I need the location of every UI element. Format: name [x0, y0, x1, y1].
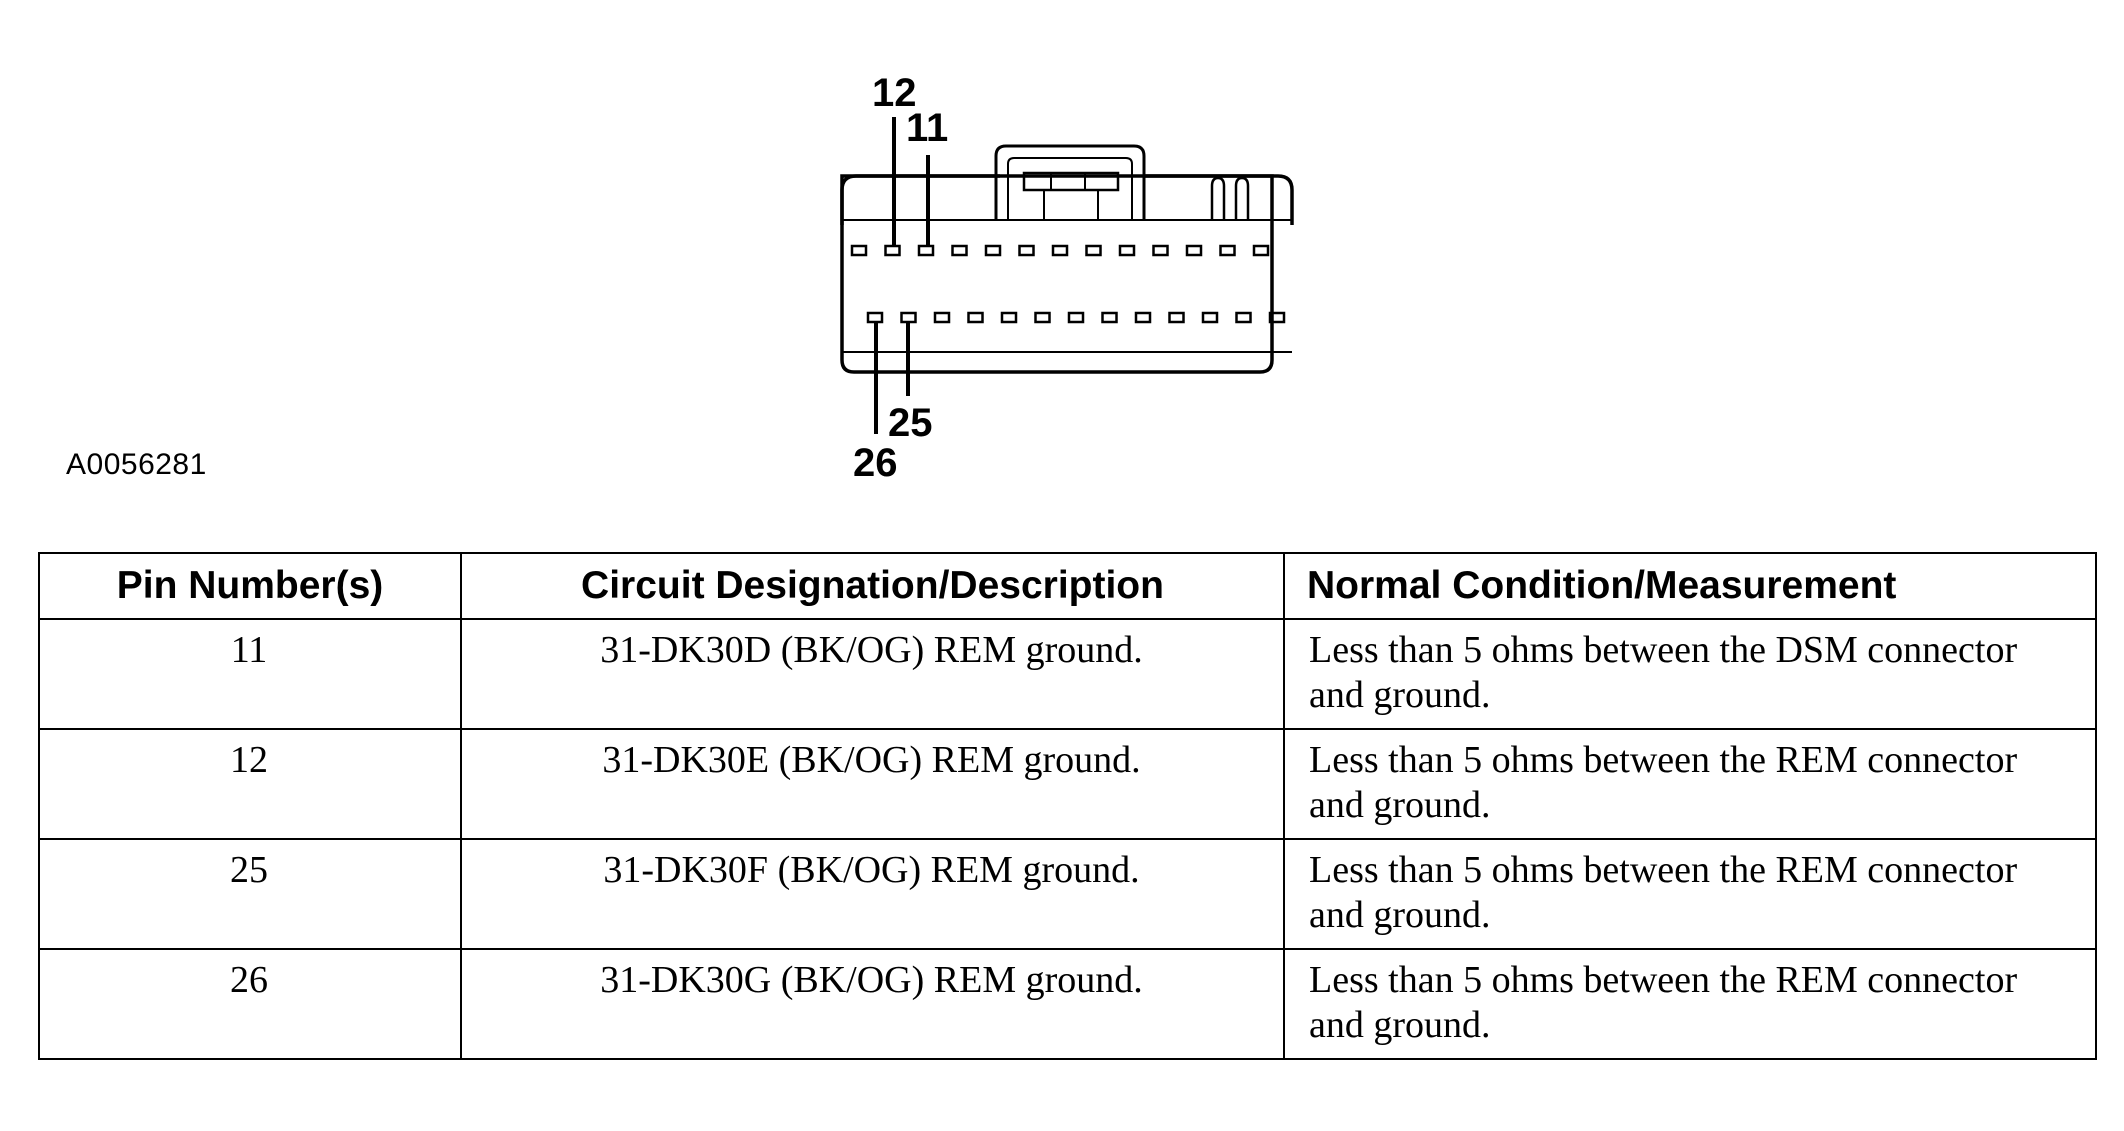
callout-lines — [874, 117, 930, 434]
pin-cavity — [967, 311, 984, 324]
connector-diagram: 12 11 25 26 — [840, 71, 1294, 485]
top-pin-row — [850, 244, 1270, 257]
condition-cell: Less than 5 ohms between the REM connect… — [1283, 838, 2097, 950]
table-row: 25 31-DK30F (BK/OG) REM ground. Less tha… — [38, 838, 2097, 950]
side-keys — [1210, 176, 1250, 220]
pin-cavity — [1235, 311, 1252, 324]
pin-cavity — [1034, 311, 1051, 324]
pin-cavity — [1168, 311, 1185, 324]
table-row: 26 31-DK30G (BK/OG) REM ground. Less tha… — [38, 948, 2097, 1060]
pin-cavity — [1201, 311, 1219, 324]
condition-cell: Less than 5 ohms between the REM connect… — [1283, 728, 2097, 840]
condition-cell: Less than 5 ohms between the REM connect… — [1283, 948, 2097, 1060]
table-header-row: Pin Number(s) Circuit Designation/Descri… — [38, 552, 2097, 620]
pin-label-26: 26 — [853, 441, 898, 485]
pin-cavity — [1268, 311, 1286, 324]
bottom-pin-row — [866, 311, 1286, 324]
pin-label-12: 12 — [872, 71, 917, 115]
pin-cavity — [1085, 244, 1102, 257]
table-row: 11 31-DK30D (BK/OG) REM ground. Less tha… — [38, 618, 2097, 730]
pin-number-cell: 11 — [38, 618, 462, 730]
condition-cell: Less than 5 ohms between the DSM connect… — [1283, 618, 2097, 730]
circuit-cell: 31-DK30E (BK/OG) REM ground. — [460, 728, 1285, 840]
pin-cavity — [900, 311, 917, 324]
pin-cavity — [951, 244, 968, 257]
header-pin-numbers: Pin Number(s) — [38, 552, 462, 620]
pin-cavity — [866, 311, 884, 324]
pin-cavity — [1252, 244, 1270, 257]
pin-cavity — [1000, 311, 1018, 324]
pin-cavity — [1134, 311, 1152, 324]
pin-cavity — [884, 244, 901, 257]
pin-cavity — [1101, 311, 1118, 324]
table-row: 12 31-DK30E (BK/OG) REM ground. Less tha… — [38, 728, 2097, 840]
latch — [994, 144, 1146, 220]
pin-cavity — [917, 244, 935, 257]
header-normal-condition: Normal Condition/Measurement — [1283, 552, 2097, 620]
pin-table: Pin Number(s) Circuit Designation/Descri… — [38, 552, 2097, 1060]
pin-cavity — [1118, 244, 1136, 257]
pin-label-11: 11 — [906, 106, 948, 150]
figure-id: A0056281 — [66, 448, 207, 481]
pin-cavity — [1152, 244, 1169, 257]
pin-cavity — [1185, 244, 1203, 257]
pin-cavity — [1219, 244, 1236, 257]
pin-number-cell: 12 — [38, 728, 462, 840]
pin-label-25: 25 — [888, 401, 933, 445]
header-circuit-designation: Circuit Designation/Description — [460, 552, 1285, 620]
pin-number-cell: 25 — [38, 838, 462, 950]
pin-cavity — [1018, 244, 1035, 257]
pin-cavity — [1051, 244, 1069, 257]
pin-cavity — [933, 311, 951, 324]
connector-housing — [840, 174, 1294, 374]
circuit-cell: 31-DK30F (BK/OG) REM ground. — [460, 838, 1285, 950]
pin-cavity — [984, 244, 1002, 257]
circuit-cell: 31-DK30D (BK/OG) REM ground. — [460, 618, 1285, 730]
pin-number-cell: 26 — [38, 948, 462, 1060]
circuit-cell: 31-DK30G (BK/OG) REM ground. — [460, 948, 1285, 1060]
pin-cavity — [1067, 311, 1085, 324]
pin-cavity — [850, 244, 868, 257]
